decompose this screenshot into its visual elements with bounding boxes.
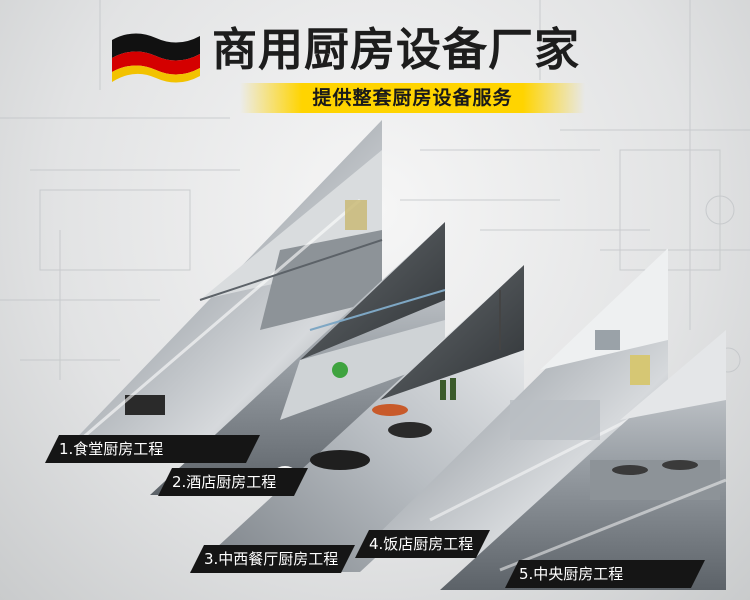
label-restaurant-kitchen: 3.中西餐厅厨房工程: [190, 545, 355, 573]
label-canteen-kitchen: 1.食堂厨房工程: [45, 435, 260, 463]
central-kitchen-photo: [440, 330, 727, 590]
label-hotel-kitchen: 2.酒店厨房工程: [158, 468, 308, 496]
label-central-kitchen: 5.中央厨房工程: [505, 560, 705, 588]
label-eatery-kitchen: 4.饭店厨房工程: [355, 530, 490, 558]
subtitle-banner: [240, 83, 585, 113]
page-title: 商用厨房设备厂家: [212, 23, 581, 76]
german-flag-icon: [112, 33, 200, 83]
page-subtitle: 提供整套厨房设备服务: [312, 87, 513, 109]
